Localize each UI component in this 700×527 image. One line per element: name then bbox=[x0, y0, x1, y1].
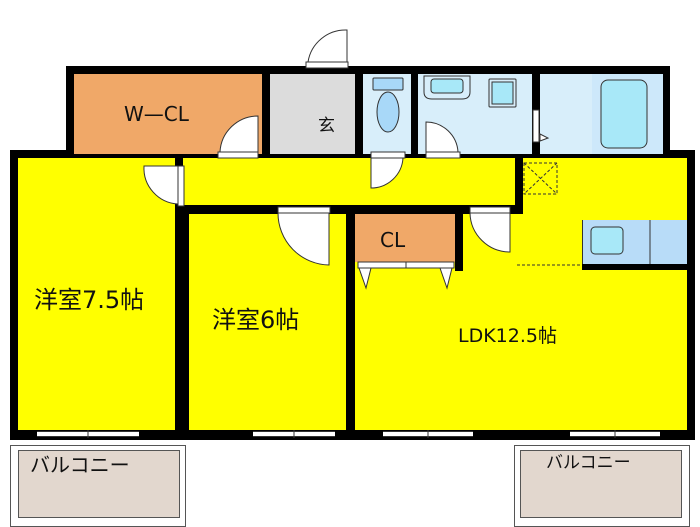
balcony-left bbox=[18, 450, 180, 518]
wcl-door[interactable] bbox=[217, 115, 259, 159]
hallway bbox=[183, 158, 515, 205]
western2-door[interactable] bbox=[277, 206, 331, 266]
window-ticks bbox=[87, 430, 616, 438]
kitchen-sink-icon bbox=[590, 220, 651, 264]
toilet-door[interactable] bbox=[370, 151, 406, 189]
bath-door[interactable] bbox=[532, 109, 550, 143]
cl-doors[interactable] bbox=[357, 261, 455, 290]
wall-cl-right bbox=[455, 207, 463, 271]
bathtub-icon bbox=[600, 79, 648, 149]
room-cl-fill bbox=[355, 214, 455, 262]
label-western-6: 洋室6帖 bbox=[212, 306, 300, 334]
label-cl: CL bbox=[380, 228, 406, 252]
ldk-door[interactable] bbox=[469, 206, 511, 253]
washbasin-icon bbox=[423, 75, 471, 100]
kitchen-back-wall bbox=[582, 264, 687, 270]
toilet-icon bbox=[372, 77, 404, 133]
western1-door[interactable] bbox=[143, 165, 185, 207]
label-western-7-5: 洋室7.5帖 bbox=[34, 286, 145, 314]
entrance-door[interactable] bbox=[305, 29, 349, 69]
room-genkan bbox=[270, 74, 355, 154]
washing-machine-icon bbox=[488, 78, 517, 108]
label-balcony-right: バルコニー bbox=[546, 453, 631, 473]
label-ldk: LDK12.5帖 bbox=[458, 325, 557, 347]
label-balcony-left: バルコニー bbox=[30, 453, 130, 477]
balcony-right bbox=[520, 450, 682, 518]
storage-hatch-icon bbox=[523, 162, 558, 195]
label-genkan: 玄 bbox=[318, 116, 335, 136]
room-western-7-5 bbox=[18, 158, 175, 430]
label-wcl: W—CL bbox=[124, 102, 189, 126]
washroom-door[interactable] bbox=[425, 121, 461, 159]
